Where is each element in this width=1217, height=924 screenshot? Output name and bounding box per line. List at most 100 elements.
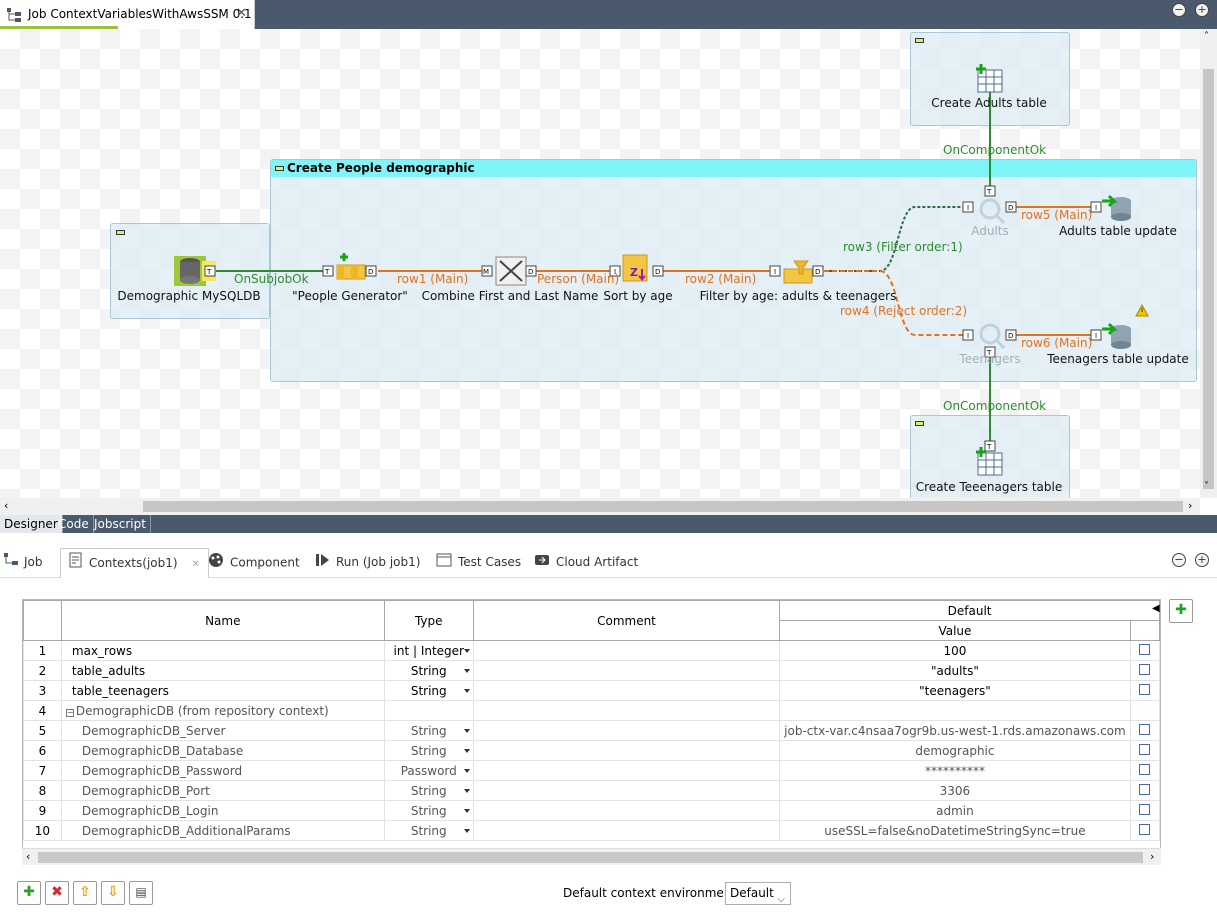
tab-code[interactable]: Code (54, 515, 94, 533)
prompt-checkbox[interactable] (1130, 821, 1159, 841)
table-row[interactable]: 7 DemographicDB_Password Password ******… (24, 761, 1160, 781)
table-row[interactable]: 2 table_adults String "adults" (24, 661, 1160, 681)
generator-component-label[interactable]: "People Generator" (292, 289, 408, 303)
move-up-button[interactable]: ⇧ (73, 881, 97, 905)
add-variable-button[interactable]: ✚ (17, 881, 41, 905)
filter-component-label[interactable]: Filter by age: adults & teenagers (700, 289, 897, 303)
comment-cell[interactable] (473, 641, 779, 661)
manage-contexts-button[interactable]: ▤ (129, 881, 153, 905)
value-cell[interactable]: demographic (780, 741, 1131, 761)
variable-name[interactable]: DemographicDB_AdditionalParams (61, 821, 384, 841)
prompt-checkbox[interactable] (1130, 661, 1159, 681)
value-cell[interactable]: "teenagers" (780, 681, 1131, 701)
scroll-left-icon[interactable]: ‹ (26, 850, 30, 863)
prompt-checkbox[interactable] (1130, 801, 1159, 821)
table-horizontal-scrollbar[interactable]: ‹ › (22, 848, 1161, 865)
tab-jobscript[interactable]: Jobscript (90, 515, 151, 533)
comment-cell[interactable] (473, 741, 779, 761)
comment-cell[interactable] (473, 661, 779, 681)
scroll-up-icon[interactable]: ˄ (1204, 31, 1209, 42)
teen-update-label[interactable]: Teenagers table update (1047, 352, 1189, 366)
variable-name[interactable]: DemographicDB_Database (61, 741, 384, 761)
row1-label[interactable]: row1 (Main) (397, 272, 468, 286)
default-header[interactable]: Default (780, 601, 1160, 621)
tab-run[interactable]: Run (Job job1) (316, 552, 420, 578)
comment-cell[interactable] (473, 761, 779, 781)
value-cell[interactable]: 3306 (780, 781, 1131, 801)
row4-label[interactable]: row4 (Reject order:2) (840, 304, 967, 318)
scroll-right-icon[interactable]: › (1150, 850, 1154, 863)
default-env-select[interactable]: Default ⌵ (725, 882, 791, 905)
prompt-checkbox[interactable] (1130, 721, 1159, 741)
scrollbar-thumb[interactable] (38, 852, 1143, 863)
create-teen-label[interactable]: Create Teeenagers table (916, 480, 1062, 494)
prompt-checkbox[interactable] (1130, 681, 1159, 701)
variable-name[interactable]: max_rows (61, 641, 384, 661)
table-row[interactable]: 10 DemographicDB_AdditionalParams String… (24, 821, 1160, 841)
canvas-vertical-scrollbar[interactable]: ˄ ˅ (1200, 29, 1217, 498)
table-row[interactable]: 8 DemographicDB_Port String 3306 (24, 781, 1160, 801)
job-designer-canvas[interactable]: Create People demographic (0, 29, 1200, 498)
comment-cell[interactable] (473, 821, 779, 841)
value-cell[interactable]: 100 (780, 641, 1131, 661)
table-row[interactable]: 9 DemographicDB_Login String admin (24, 801, 1160, 821)
create-adults-label[interactable]: Create Adults table (931, 96, 1046, 110)
on-component-ok-bottom-label[interactable]: OnComponentOk (943, 399, 1046, 413)
adults-component-label[interactable]: Adults (971, 224, 1009, 238)
prompt-checkbox[interactable] (1130, 741, 1159, 761)
comment-cell[interactable] (473, 721, 779, 741)
type-select[interactable]: String (384, 661, 473, 681)
scrollbar-thumb[interactable] (1203, 69, 1214, 489)
canvas-horizontal-scrollbar[interactable]: ‹ › (0, 498, 1200, 515)
comment-cell[interactable] (473, 801, 779, 821)
value-cell[interactable]: "adults" (780, 661, 1131, 681)
variable-name[interactable]: DemographicDB_Server (61, 721, 384, 741)
mysql-component-label[interactable]: Demographic MySQLDB (117, 289, 260, 303)
value-cell[interactable]: ********** (780, 761, 1131, 781)
variable-name[interactable]: table_adults (61, 661, 384, 681)
tab-contexts[interactable]: Contexts(job1) ✕ (60, 548, 209, 578)
type-select[interactable]: String (384, 681, 473, 701)
value-cell[interactable]: job-ctx-var.c4nsaa7ogr9b.us-west-1.rds.a… (780, 721, 1131, 741)
prompt-checkbox[interactable] (1130, 761, 1159, 781)
comment-cell[interactable] (473, 681, 779, 701)
scroll-right-icon[interactable]: › (1188, 499, 1192, 512)
value-cell[interactable]: admin (780, 801, 1131, 821)
table-row[interactable]: 4 −DemographicDB (from repository contex… (24, 701, 1160, 721)
variable-name[interactable]: DemographicDB_Login (61, 801, 384, 821)
variable-name[interactable]: DemographicDB_Password (61, 761, 384, 781)
scrollbar-thumb[interactable] (143, 501, 1183, 512)
type-select[interactable]: int | Integer (384, 641, 473, 661)
type-header[interactable]: Type (384, 601, 473, 641)
type-select[interactable]: String (384, 821, 473, 841)
person-label[interactable]: Person (Main) (537, 272, 619, 286)
type-select[interactable]: Password (384, 761, 473, 781)
type-select[interactable]: String (384, 781, 473, 801)
variable-name[interactable]: DemographicDB_Port (61, 781, 384, 801)
collapse-columns-icon[interactable]: ◀ (1152, 603, 1160, 614)
maximize-icon[interactable]: + (1195, 3, 1209, 17)
row2-label[interactable]: row2 (Main) (685, 272, 756, 286)
combine-component-label[interactable]: Combine First and Last Name (422, 289, 599, 303)
value-header[interactable]: Value (780, 621, 1131, 641)
tab-test-cases[interactable]: Test Cases (436, 552, 521, 578)
tab-cloud-artifact[interactable]: Cloud Artifact (534, 552, 638, 578)
type-select[interactable]: String (384, 721, 473, 741)
on-subjob-ok-label[interactable]: OnSubjobOk (234, 272, 309, 286)
close-icon[interactable]: ✕ (191, 559, 199, 570)
prompt-checkbox[interactable] (1130, 641, 1159, 661)
close-icon[interactable]: ✕ (236, 6, 247, 21)
maximize-icon[interactable]: + (1195, 553, 1209, 567)
variable-name[interactable]: table_teenagers (61, 681, 384, 701)
remove-variable-button[interactable]: ✖ (45, 881, 69, 905)
comment-header[interactable]: Comment (473, 601, 779, 641)
tab-component[interactable]: Component (208, 552, 300, 578)
table-row[interactable]: 3 table_teenagers String "teenagers" (24, 681, 1160, 701)
scroll-left-icon[interactable]: ‹ (4, 499, 8, 512)
teenagers-component-label[interactable]: Teenagers (959, 352, 1020, 366)
move-down-button[interactable]: ⇩ (101, 881, 125, 905)
table-row[interactable]: 5 DemographicDB_Server String job-ctx-va… (24, 721, 1160, 741)
on-component-ok-top-label[interactable]: OnComponentOk (943, 143, 1046, 157)
job-editor-tab[interactable]: Job ContextVariablesWithAwsSSM 0.1 ✕ (0, 0, 255, 29)
context-group-name[interactable]: −DemographicDB (from repository context) (61, 701, 384, 721)
